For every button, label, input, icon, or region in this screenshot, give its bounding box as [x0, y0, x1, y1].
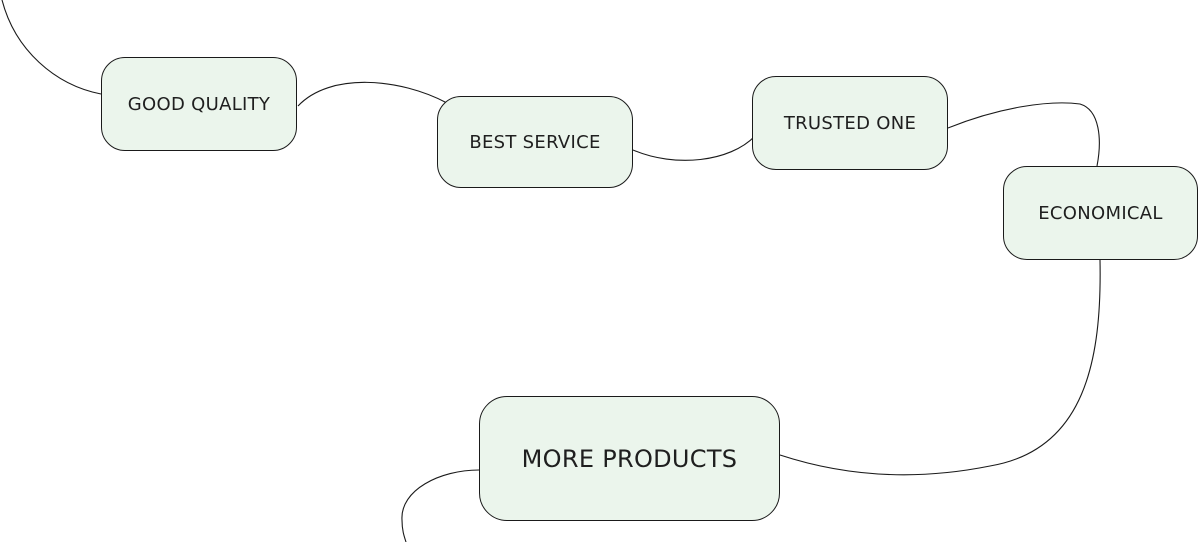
- node-label: TRUSTED ONE: [783, 112, 917, 134]
- node-good-quality: GOOD QUALITY: [101, 57, 297, 151]
- node-more-products: MORE PRODUCTS: [479, 396, 780, 521]
- connector-outgoing-end: [401, 469, 480, 542]
- node-label: GOOD QUALITY: [127, 93, 271, 115]
- node-label: MORE PRODUCTS: [521, 444, 738, 473]
- node-label: BEST SERVICE: [469, 131, 601, 153]
- connector-trusted-to-economical: [947, 102, 1100, 167]
- node-best-service: BEST SERVICE: [437, 96, 633, 188]
- connector-best-to-trusted: [632, 135, 756, 161]
- node-trusted-one: TRUSTED ONE: [752, 76, 948, 170]
- connector-economical-to-more: [779, 259, 1101, 476]
- node-label: ECONOMICAL: [1038, 202, 1163, 224]
- node-economical: ECONOMICAL: [1003, 166, 1198, 260]
- connector-incoming-start: [1, 0, 102, 95]
- connector-good-to-best: [297, 81, 448, 107]
